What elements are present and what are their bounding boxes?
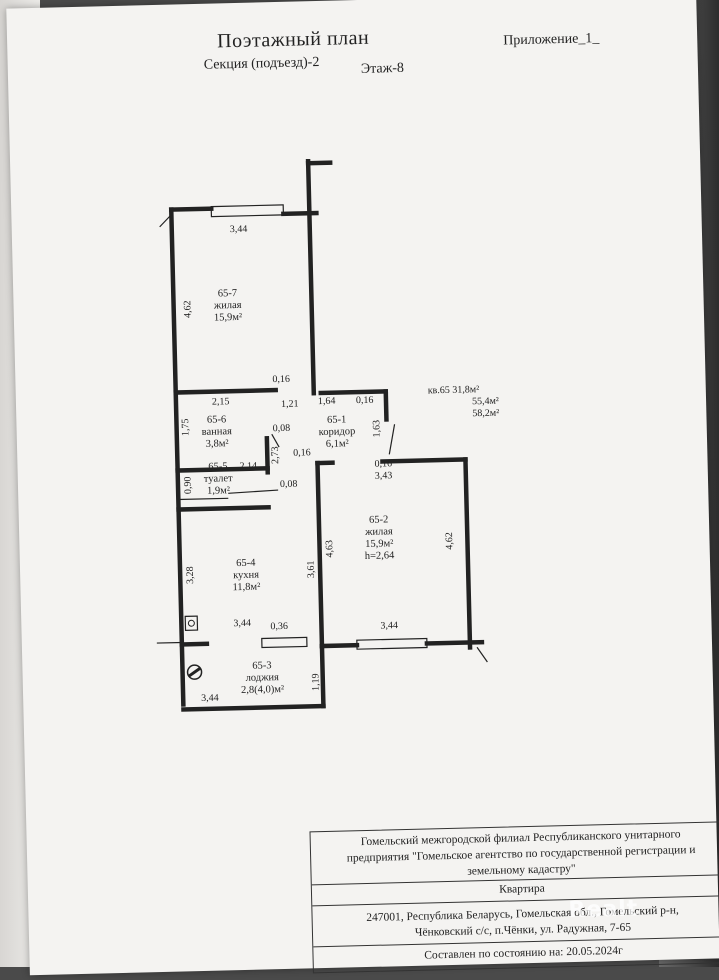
dim-343: 3,43: [375, 471, 393, 481]
wall-652-right: [465, 459, 470, 647]
wall-657-bottom: [176, 390, 276, 392]
dim-wall-d: 0,16: [293, 448, 311, 458]
wall-kitchen-right: [317, 463, 321, 646]
apartment-area-3: 58,2м²: [472, 409, 499, 420]
dim-463: 4,63: [325, 540, 335, 558]
door-swing-bath: [272, 434, 279, 447]
dim-121: 1,21: [281, 400, 299, 410]
title-block: Гомельский межгородской филиал Республик…: [309, 821, 719, 973]
wall-shaft-top: [308, 163, 330, 164]
window-652: [357, 638, 427, 649]
dim-wall-b: 0,16: [356, 396, 374, 406]
dim-119: 1,19: [311, 673, 321, 691]
dim-656-width: 2,15: [212, 397, 230, 407]
dim-652-width: 3,44: [380, 621, 398, 631]
wall-loggia-bottom: [183, 706, 323, 709]
thin-line-toilet-b: [228, 490, 278, 493]
dim-163: 1,63: [372, 420, 382, 438]
dim-214: 2,14: [239, 462, 257, 472]
wall-652-top: [382, 459, 465, 461]
dim-wall-f: 0,08: [280, 480, 298, 490]
dim-kitchen-width: 3,44: [233, 619, 251, 629]
dim-657-height: 4,62: [183, 300, 193, 318]
dim-wall-e: 0,16: [374, 459, 392, 469]
outer-line-left: [157, 642, 182, 643]
wall-loggia-right: [322, 646, 323, 706]
wall-kitchen-bottom-a: [182, 644, 207, 645]
dim-top-width: 3,44: [230, 225, 248, 235]
outer-line-right: [477, 647, 487, 662]
wall-652-bottom: [427, 642, 482, 643]
wall-outer-left: [171, 210, 183, 705]
watermark-logo: Realt: [568, 896, 638, 923]
dim-wall-a: 0,16: [272, 375, 290, 385]
dim-loggia-width: 3,44: [201, 694, 219, 704]
apartment-summary: кв.65 31,8м²: [428, 385, 480, 396]
wall-corridor-right-stub: [386, 391, 387, 419]
dim-273: 2,73: [271, 446, 281, 464]
loggia-marker-icon: [187, 665, 201, 679]
floor-plan-sheet: Поэтажный план Приложение_1_ Секция (под…: [6, 0, 719, 975]
dim-361: 3,61: [307, 560, 317, 578]
dim-164: 1,64: [318, 397, 336, 407]
thin-line-toilet: [178, 498, 228, 499]
wall-bottom-mid: [322, 645, 357, 646]
dim-036: 0,36: [270, 622, 288, 632]
dim-652-height: 4,62: [445, 532, 455, 550]
wall-toilet-bottom: [179, 507, 269, 509]
date-line: Составлен по состоянию на: 20.05.2024г: [313, 943, 719, 965]
door-swing-652: [389, 424, 396, 454]
apartment-area-2: 55,4м²: [472, 397, 499, 408]
stove-icon: [185, 616, 197, 630]
window-657: [211, 205, 283, 217]
wall-shaft-left: [308, 161, 314, 393]
wall-corridor-top: [321, 391, 386, 393]
wall-top-a: [171, 209, 211, 210]
dim-175: 1,75: [181, 418, 191, 436]
dim-328: 3,28: [186, 566, 196, 584]
dim-wall-c: 0,08: [273, 424, 291, 434]
door-loggia: [262, 637, 307, 647]
dim-090: 0,90: [184, 476, 194, 494]
